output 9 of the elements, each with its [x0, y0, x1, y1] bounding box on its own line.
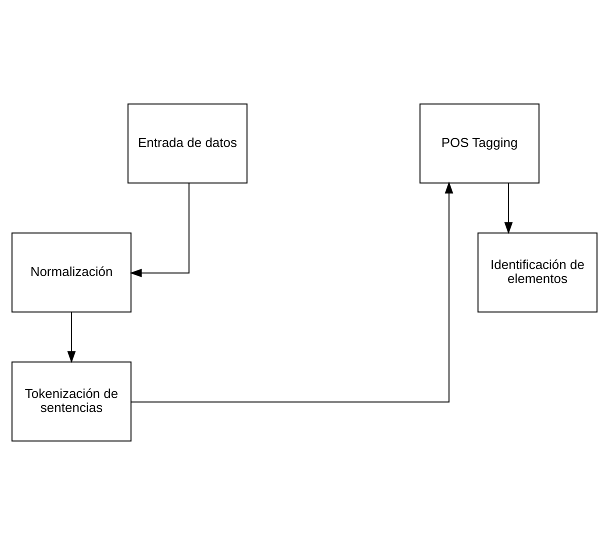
arrow — [130, 182, 190, 278]
node-box: POS Tagging — [420, 104, 540, 184]
arrow — [504, 182, 513, 234]
node-box: Normalización — [12, 232, 132, 312]
arrow — [130, 182, 454, 402]
node-box: Identificación de elementos — [478, 232, 598, 312]
node-box: Tokenización de sentencias — [12, 362, 132, 442]
node-box: Entrada de datos — [128, 104, 248, 184]
arrow — [67, 312, 76, 364]
